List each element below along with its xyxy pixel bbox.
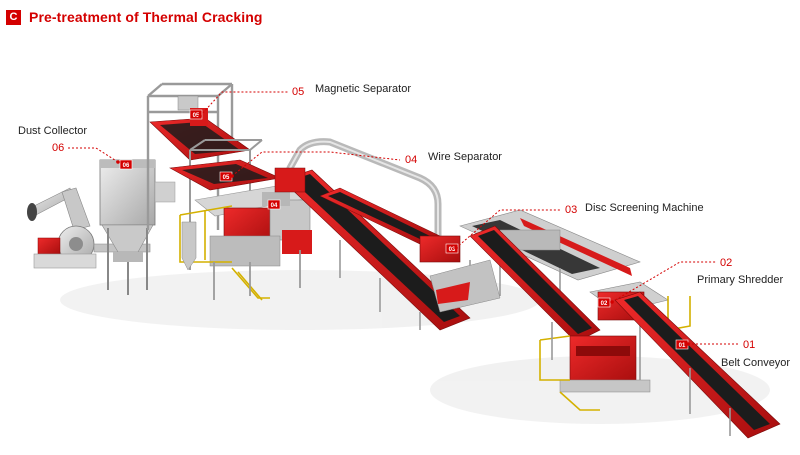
- section-badge: C: [6, 9, 21, 25]
- tag-05b: 05: [223, 175, 230, 181]
- callout-label-primary-shredder: Primary Shredder: [697, 274, 784, 286]
- callout-number-02: 02: [720, 257, 732, 269]
- callout-04: 04 Wire Separator: [405, 151, 502, 166]
- callout-label-disc-screening: Disc Screening Machine: [585, 202, 704, 214]
- callout-leaders: [68, 91, 740, 345]
- section-header: C Pre-treatment of Thermal Cracking: [6, 9, 263, 25]
- callout-number-04: 04: [405, 154, 417, 166]
- callout-03: 03 Disc Screening Machine: [565, 202, 704, 216]
- callout-number-06: 06: [52, 142, 64, 154]
- belt-conveyor: [614, 291, 781, 439]
- callout-06: Dust Collector 06: [18, 125, 87, 154]
- machine-tags: 01 02 03 04 05 05 06: [119, 109, 689, 350]
- tag-06: 06: [123, 163, 130, 169]
- tag-04: 04: [271, 203, 278, 209]
- tag-01: 01: [679, 343, 686, 349]
- dust-collector-unit: [27, 159, 176, 295]
- tag-02: 02: [601, 301, 608, 307]
- callout-label-wire-separator: Wire Separator: [428, 151, 502, 163]
- callout-label-magnetic-separator: Magnetic Separator: [315, 83, 411, 95]
- callout-number-05: 05: [292, 86, 304, 98]
- callout-label-belt-conveyor: Belt Conveyor: [721, 357, 790, 369]
- tag-05a: 05: [193, 113, 200, 119]
- section-title: Pre-treatment of Thermal Cracking: [29, 9, 263, 25]
- callout-number-03: 03: [565, 204, 577, 216]
- callout-leader-dots: [116, 114, 690, 346]
- callout-02: 02 Primary Shredder: [697, 257, 784, 286]
- tag-03: 03: [449, 247, 456, 253]
- duct-pipe-highlight: [289, 140, 439, 243]
- callout-05: 05 Magnetic Separator: [292, 83, 411, 98]
- shredder-feed-conveyor: [469, 225, 601, 343]
- callout-number-01: 01: [743, 339, 755, 351]
- middle-inclined-conveyor: [274, 167, 471, 331]
- callout-label-dust-collector: Dust Collector: [18, 125, 87, 137]
- callout-01: 01 Belt Conveyor: [721, 339, 790, 369]
